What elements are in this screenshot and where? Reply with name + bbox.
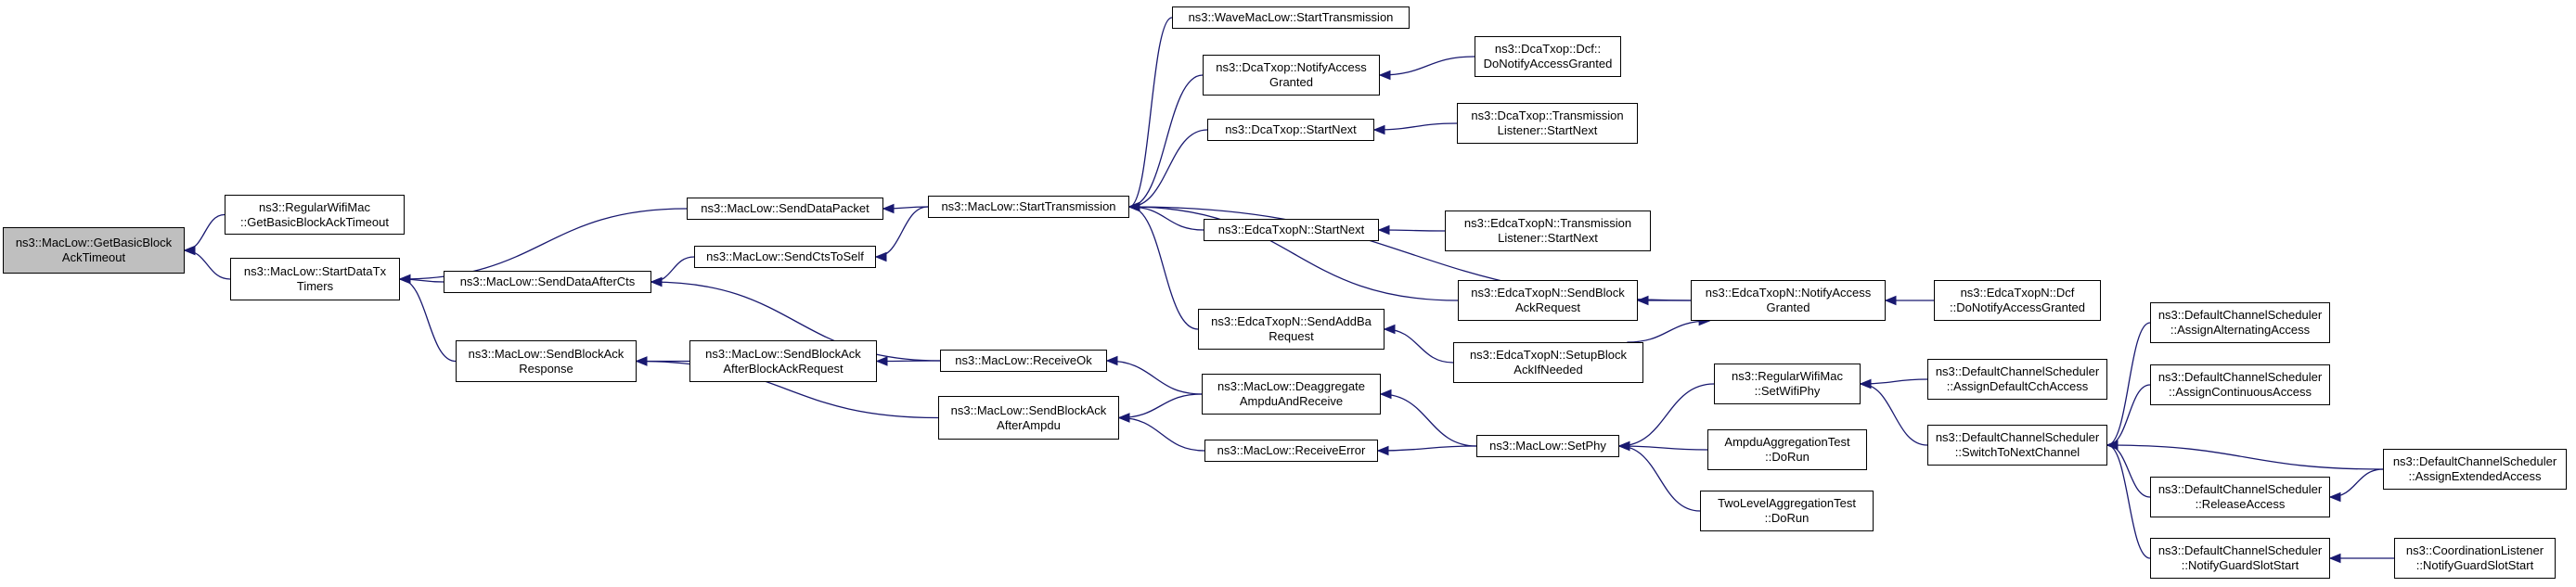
arrowhead-n36-n34 — [2328, 553, 2341, 564]
node-maclow-starttransmission[interactable]: ns3::MacLow::StartTransmission — [928, 196, 1129, 218]
edge-n7-n4 — [650, 256, 695, 283]
edge-n17-n6 — [1128, 206, 1199, 330]
edge-n19-n10 — [1118, 416, 1205, 452]
edge-n13-n6 — [1128, 129, 1208, 208]
arrowhead-n25-n18 — [1379, 389, 1392, 400]
edge-n14-n6 — [1128, 206, 1204, 231]
arrowhead-n21-n13 — [1372, 124, 1385, 135]
edge-n18-n8 — [1106, 360, 1203, 395]
arrowhead-n2-n0 — [183, 245, 196, 256]
arrowhead-n19-n10 — [1117, 413, 1130, 423]
node-maclow-receiveok[interactable]: ns3::MacLow::ReceiveOk — [940, 350, 1107, 372]
edge-n21-n13 — [1373, 122, 1458, 131]
edge-n32-n30 — [2106, 384, 2151, 446]
node-edcatxopn-startnext[interactable]: ns3::EdcaTxopN::StartNext — [1204, 219, 1379, 241]
arrowhead-n6-n7 — [874, 251, 887, 262]
node-defaultchannelscheduler-assigncontinuousaccess[interactable]: ns3::DefaultChannelScheduler::AssignCont… — [2150, 364, 2330, 405]
edge-n12-n6 — [1128, 74, 1204, 208]
node-coordinationlistener-notifyguardslotstart[interactable]: ns3::CoordinationListener::NotifyGuardSl… — [2394, 538, 2556, 579]
arrowhead-n18-n8 — [1105, 355, 1118, 366]
node-defaultchannelscheduler-assignalternatingaccess[interactable]: ns3::DefaultChannelScheduler::AssignAlte… — [2150, 302, 2330, 343]
node-wavemaclow-starttransmission[interactable]: ns3::WaveMacLow::StartTransmission — [1172, 6, 1410, 29]
edge-n25-n18 — [1380, 393, 1477, 447]
node-maclow-receiveerror[interactable]: ns3::MacLow::ReceiveError — [1204, 440, 1378, 462]
edge-n24-n16 — [1627, 320, 1710, 343]
edge-n1-n0 — [184, 213, 225, 251]
edge-n24-n17 — [1384, 328, 1454, 364]
edge-n6-n7 — [875, 206, 929, 258]
node-defaultchannelscheduler-releaseaccess[interactable]: ns3::DefaultChannelScheduler::ReleaseAcc… — [2150, 477, 2330, 517]
node-edcatxopn-dcf-donotifyaccessgranted[interactable]: ns3::EdcaTxopN::Dcf::DoNotifyAccessGrant… — [1934, 280, 2101, 321]
edge-n15-n6 — [1128, 206, 1459, 301]
node-defaultchannelscheduler-switchtonextchannel[interactable]: ns3::DefaultChannelScheduler::SwitchToNe… — [1927, 425, 2107, 466]
arrowhead-n8-n9 — [875, 356, 888, 366]
edge-n26-n25 — [1618, 383, 1715, 447]
edge-n18-n10 — [1118, 393, 1203, 419]
node-defaultchannelscheduler-notifyguardslotstart[interactable]: ns3::DefaultChannelScheduler::NotifyGuar… — [2150, 538, 2330, 579]
arrowhead-n20-n12 — [1378, 70, 1391, 81]
node-dcatxop-startnext[interactable]: ns3::DcaTxop::StartNext — [1207, 119, 1374, 141]
node-maclow-senddatapacket[interactable]: ns3::MacLow::SendDataPacket — [687, 198, 883, 220]
arrowhead-n35-n33 — [2328, 491, 2341, 503]
arrowhead-n17-n6 — [1127, 201, 1140, 212]
node-maclow-senddataaftercts[interactable]: ns3::MacLow::SendDataAfterCts — [444, 271, 651, 293]
arrowhead-n22-n14 — [1377, 224, 1390, 236]
arrowhead-n23-n16 — [1884, 295, 1897, 306]
node-regularwifimac-setwifiphy[interactable]: ns3::RegularWifiMac::SetWifiPhy — [1714, 364, 1861, 404]
edge-n28-n25 — [1618, 445, 1701, 512]
node-regularwifimac-getbasicblockacktimeout[interactable]: ns3::RegularWifiMac::GetBasicBlockAckTim… — [225, 195, 405, 235]
node-ampduaggregationtest-dorun[interactable]: AmpduAggregationTest::DoRun — [1707, 429, 1867, 470]
arrowhead-n6-n3 — [882, 203, 895, 214]
edge-n2-n0 — [184, 249, 231, 280]
edge-n25-n19 — [1377, 445, 1477, 452]
arrowhead-n10-n5 — [635, 356, 648, 366]
arrowhead-n25-n19 — [1376, 445, 1389, 456]
edge-n3-n2 — [399, 208, 688, 280]
arrowhead-n35-n30 — [2106, 440, 2119, 451]
edge-n11-n6 — [1128, 17, 1173, 208]
node-maclow-sendctstoself[interactable]: ns3::MacLow::SendCtsToSelf — [694, 246, 876, 268]
arrowhead-n28-n25 — [1617, 440, 1630, 452]
node-maclow-setphy[interactable]: ns3::MacLow::SetPhy — [1476, 435, 1619, 457]
edge-n35-n33 — [2329, 468, 2384, 498]
node-twolevelaggregationtest-dorun[interactable]: TwoLevelAggregationTest::DoRun — [1700, 491, 1874, 531]
edge-n10-n5 — [636, 360, 939, 419]
edge-n31-n30 — [2106, 322, 2151, 446]
edge-n27-n25 — [1618, 445, 1708, 451]
arrowhead-n5-n2 — [398, 274, 411, 285]
arrowhead-n30-n26 — [1859, 378, 1872, 389]
arrowhead-n24-n17 — [1383, 324, 1396, 335]
edge-n33-n30 — [2106, 444, 2151, 498]
node-defaultchannelscheduler-assigndefaultcchaccess[interactable]: ns3::DefaultChannelScheduler::AssignDefa… — [1927, 359, 2107, 400]
edge-n20-n12 — [1379, 56, 1475, 76]
edge-n34-n30 — [2106, 444, 2151, 559]
edge-n8-n4 — [650, 281, 941, 362]
edge-n35-n30 — [2106, 444, 2384, 470]
node-dcatxop-dcf-donotifyaccessgranted[interactable]: ns3::DcaTxop::Dcf::DoNotifyAccessGranted — [1475, 36, 1621, 77]
node-defaultchannelscheduler-assignextendedaccess[interactable]: ns3::DefaultChannelScheduler::AssignExte… — [2383, 449, 2567, 490]
arrowhead-n8-n4 — [650, 276, 663, 287]
arrowhead-n16-n15 — [1636, 295, 1649, 306]
edge-n30-n26 — [1860, 383, 1928, 446]
